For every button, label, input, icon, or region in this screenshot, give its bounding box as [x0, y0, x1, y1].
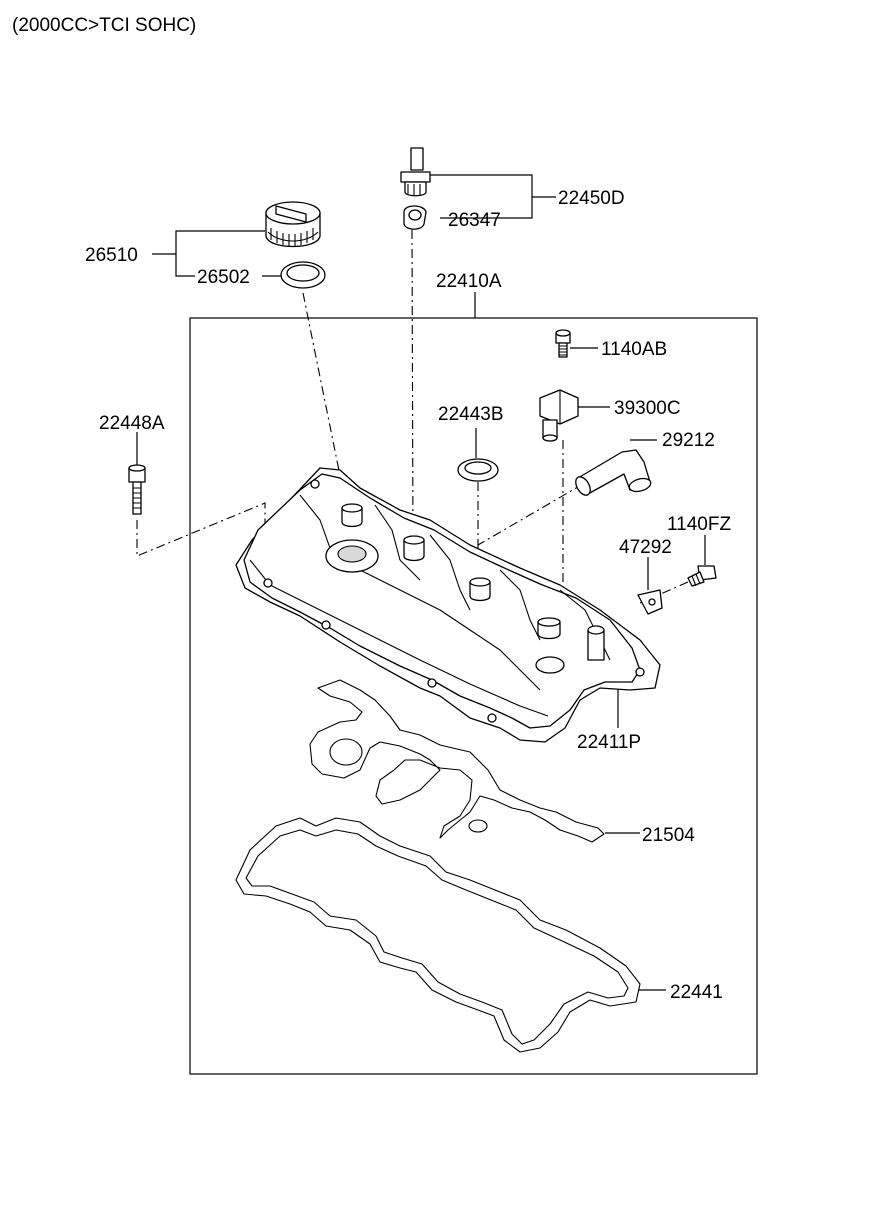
leader-lines	[136, 174, 706, 991]
camshaft-sensor	[539, 389, 579, 442]
label-21504: 21504	[642, 825, 695, 846]
label-47292: 47292	[619, 537, 672, 558]
pcv-grommet	[403, 205, 427, 230]
label-26347: 26347	[448, 210, 501, 231]
bolt-22448A	[128, 464, 146, 515]
cover-gasket-22441	[235, 817, 641, 1053]
bolt-1140FZ	[687, 565, 717, 587]
label-22410A: 22410A	[436, 271, 502, 292]
pcv-valve	[400, 147, 431, 197]
label-26502: 26502	[197, 267, 250, 288]
label-22411P: 22411P	[577, 732, 641, 753]
label-26510: 26510	[85, 245, 138, 266]
diagram-header: (2000CC>TCI SOHC)	[12, 15, 196, 36]
label-39300C: 39300C	[614, 398, 681, 419]
filler-cap-gasket	[280, 261, 326, 289]
label-29212: 29212	[662, 430, 715, 451]
label-22448A: 22448A	[99, 413, 165, 434]
head-cover	[235, 467, 661, 743]
label-22441: 22441	[670, 982, 723, 1003]
oil-filler-cap	[265, 201, 321, 248]
assembly-frame	[189, 317, 758, 1075]
bolt-1140AB	[555, 329, 571, 358]
part-labels: 22450D 26347 26510 26502 22410A 1140AB 3…	[85, 188, 731, 1003]
bracket-47292	[637, 589, 663, 615]
oil-seal	[457, 458, 499, 482]
label-22443B: 22443B	[438, 404, 504, 425]
label-1140AB: 1140AB	[601, 339, 667, 360]
label-1140FZ: 1140FZ	[667, 514, 731, 535]
label-22450D: 22450D	[558, 188, 625, 209]
breather-hose	[575, 449, 652, 496]
cover-gasket-21504	[309, 679, 605, 843]
